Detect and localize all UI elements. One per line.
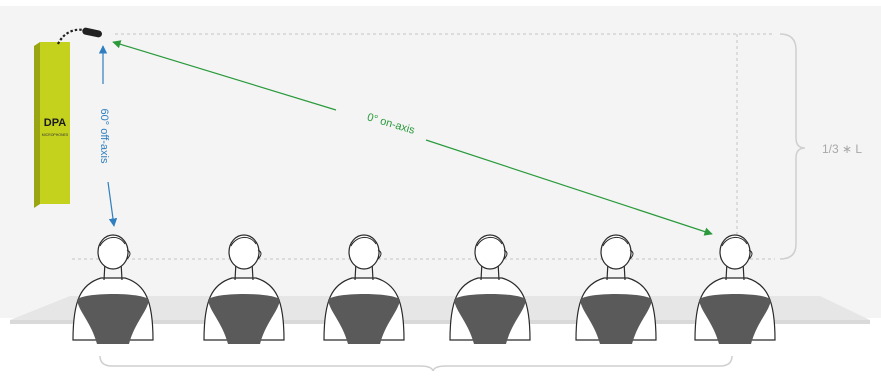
chair xyxy=(208,294,280,344)
chair xyxy=(699,294,771,344)
off-axis-arrow xyxy=(98,45,118,227)
dpa-banner: DPA MICROPHONES xyxy=(34,42,70,208)
chair xyxy=(454,294,526,344)
microphone-cable xyxy=(57,28,85,45)
on-axis-arrow xyxy=(112,40,713,236)
microphone-icon xyxy=(82,27,102,38)
chair xyxy=(77,294,149,344)
wall-background xyxy=(0,6,881,318)
chair xyxy=(328,294,400,344)
banner-logo-subtext: MICROPHONES xyxy=(42,133,69,137)
audience xyxy=(72,234,776,344)
banner-logo-text: DPA xyxy=(44,117,66,129)
chair xyxy=(580,294,652,344)
height-brace xyxy=(779,33,806,260)
floor-edge xyxy=(10,320,870,324)
audience-length-brace xyxy=(99,355,733,373)
height-ratio-label: 1/3 ∗ L xyxy=(822,142,862,156)
off-axis-label: 60° off-axis xyxy=(98,109,110,164)
